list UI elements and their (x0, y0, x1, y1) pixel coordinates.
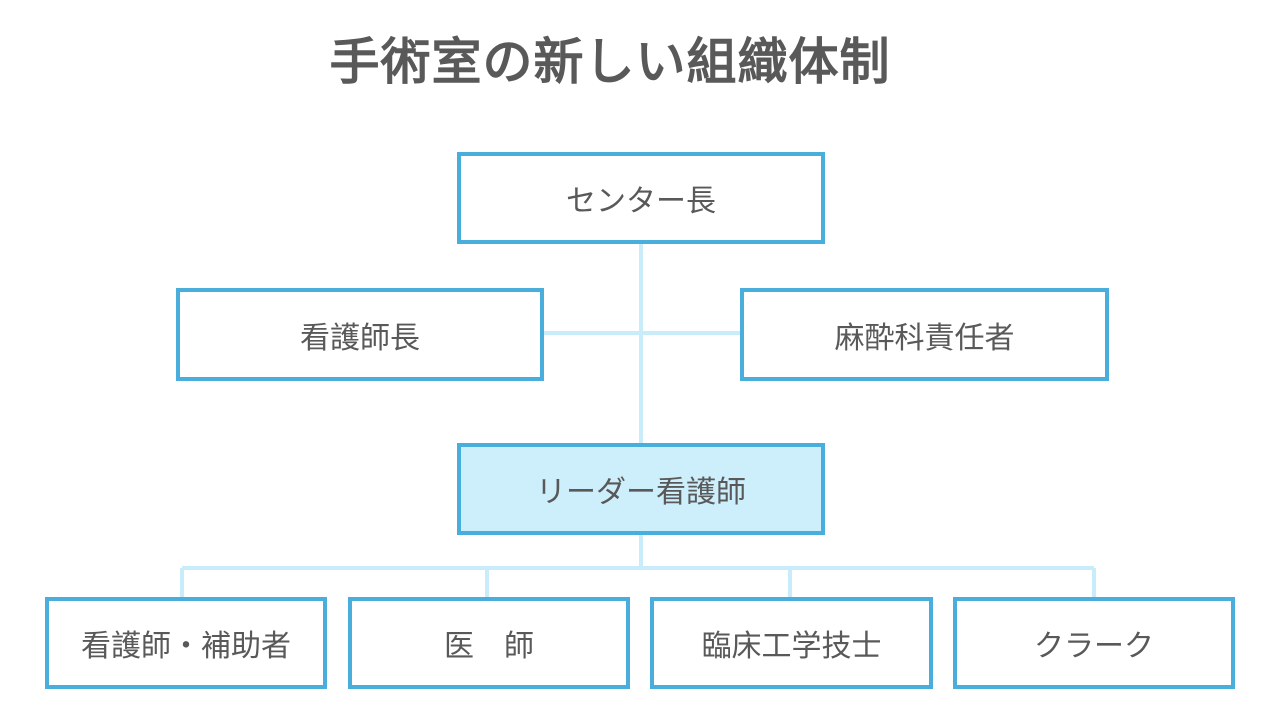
node-center-head: センター長 (457, 152, 825, 244)
node-leader-nurse-label: リーダー看護師 (536, 475, 746, 510)
page-title: 手術室の新しい組織体制 (329, 33, 891, 91)
node-leader-nurse: リーダー看護師 (457, 443, 825, 535)
node-head-nurse-label: 看護師長 (300, 320, 420, 356)
node-nurse-assistant: 看護師・補助者 (45, 597, 327, 689)
node-doctor: 医 師 (348, 597, 630, 689)
node-head-nurse: 看護師長 (176, 288, 544, 381)
node-nurse-assistant-label: 看護師・補助者 (81, 629, 291, 664)
node-clinical-engineer: 臨床工学技士 (650, 597, 933, 689)
node-clinical-engineer-label: 臨床工学技士 (701, 629, 882, 664)
node-doctor-label: 医 師 (444, 629, 534, 664)
node-center-head-label: センター長 (566, 184, 716, 219)
node-anesthesia-chief: 麻酔科責任者 (740, 288, 1109, 381)
node-clerk: クラーク (953, 597, 1235, 689)
node-clerk-label: クラーク (1034, 629, 1154, 664)
node-anesthesia-chief-label: 麻酔科責任者 (834, 320, 1015, 356)
